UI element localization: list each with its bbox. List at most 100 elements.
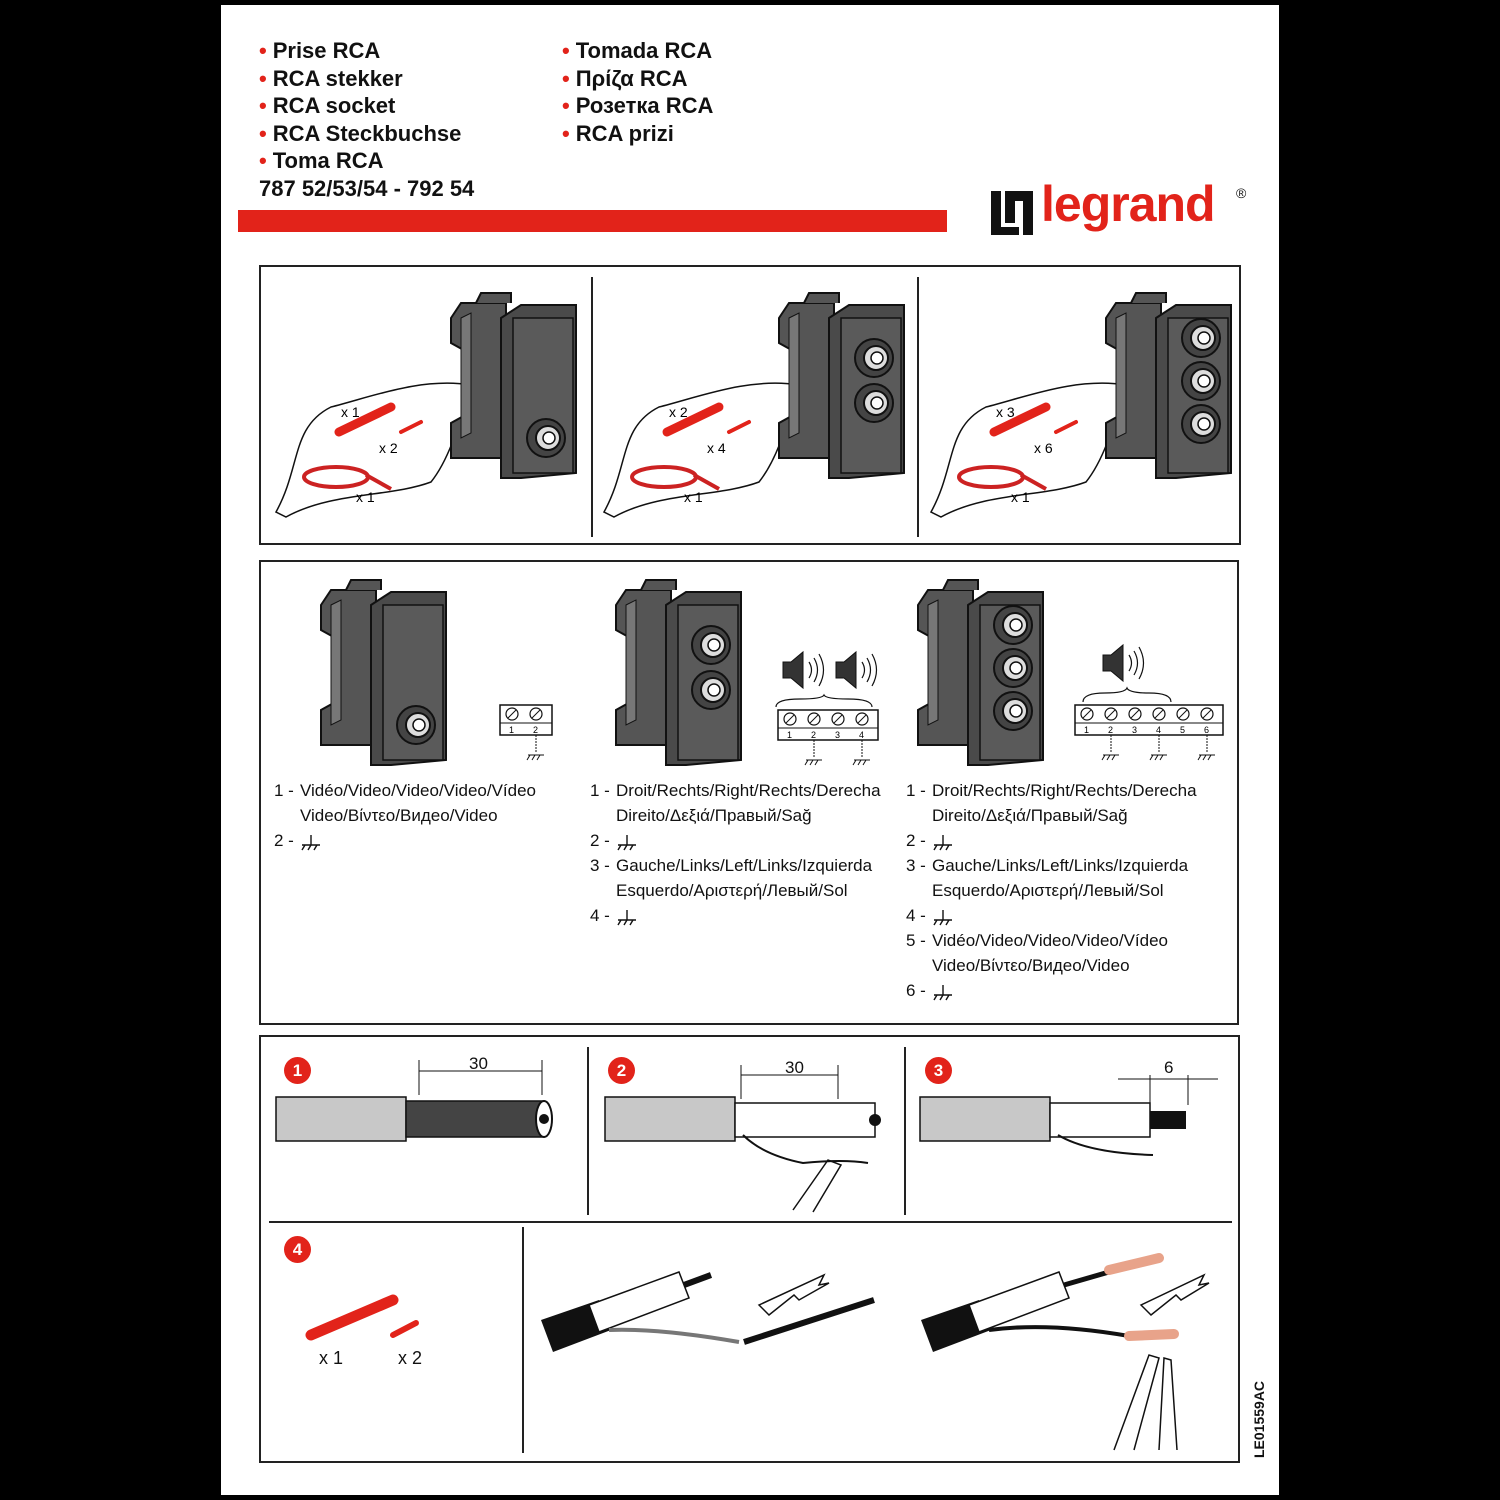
dimension-line xyxy=(418,1060,543,1095)
title-item: •RCA stekker xyxy=(259,66,403,91)
divider xyxy=(591,277,593,537)
sleeve-quantity: x 3 xyxy=(996,404,1015,420)
dielectric xyxy=(734,1102,876,1138)
dimension-line xyxy=(740,1065,839,1099)
crimp-pin xyxy=(399,420,423,434)
speaker-left-icon xyxy=(835,650,878,690)
rca-module xyxy=(1105,292,1232,479)
document-code: LE01559AC xyxy=(1251,1380,1267,1458)
sleeve-quantity: x 1 xyxy=(319,1348,344,1368)
cable-tie xyxy=(630,465,698,489)
terminal-number: 1 xyxy=(787,730,792,740)
brace xyxy=(1082,686,1172,703)
title-item: •RCA prizi xyxy=(562,121,674,146)
ground-symbol xyxy=(804,759,822,766)
module-clip xyxy=(345,579,382,591)
accessory-kit: x 3 x 6 x 1 xyxy=(929,292,1232,518)
accessory-kit: x 1x 2x 1 xyxy=(274,292,577,518)
terminal-number: 3 xyxy=(835,730,840,740)
twisted-braid xyxy=(1057,1134,1154,1156)
wiring-panel xyxy=(259,560,1239,1025)
cable-jacket xyxy=(604,1096,736,1142)
dielectric xyxy=(968,1271,1070,1333)
heat-shrink-sleeve xyxy=(989,402,1051,437)
ground-icon xyxy=(932,978,954,1003)
legend-two-jacks: 1 -Droit/Rechts/Right/Rechts/Derecha Dir… xyxy=(590,778,881,928)
module-frame xyxy=(450,302,507,459)
cable-prep-panel xyxy=(259,1035,1240,1463)
title-item: •Tomada RCA xyxy=(562,38,713,63)
pin-quantity: x 6 xyxy=(1034,440,1053,456)
step-1-cable xyxy=(275,1060,553,1142)
terminal-number: 2 xyxy=(1108,725,1113,735)
cable-tie xyxy=(302,465,370,489)
tie-quantity: x 1 xyxy=(356,489,375,505)
legend-three-jacks: 1 -Droit/Rechts/Right/Rechts/Derecha Dir… xyxy=(906,778,1197,1003)
ground-icon xyxy=(616,828,638,853)
contents-panel xyxy=(259,265,1241,545)
step-4-badge: 4 xyxy=(284,1236,311,1263)
pin-quantity: x 4 xyxy=(707,440,726,456)
ground-icon xyxy=(932,903,954,928)
ground-symbol xyxy=(1197,754,1215,761)
module-clip xyxy=(803,292,840,304)
dielectric xyxy=(1049,1102,1151,1138)
step-2-dimension: 30 xyxy=(785,1058,804,1077)
module-frame xyxy=(320,589,377,746)
crimp-pin xyxy=(1104,1253,1164,1275)
title-item: •Toma RCA xyxy=(259,148,384,173)
legrand-logo: legrand ® xyxy=(989,176,1249,253)
ground-icon xyxy=(300,828,322,853)
accessory-kit: x 2x 4x 1 xyxy=(602,292,905,518)
terminal-block-4: 1 2 3 4 xyxy=(777,709,879,766)
ground-icon xyxy=(932,828,954,853)
module-frame xyxy=(615,589,672,746)
title-item: •Πρίζα RCA xyxy=(562,66,688,91)
step-4-assembly-right xyxy=(921,1253,1210,1451)
module-two-jacks xyxy=(615,579,742,766)
divider xyxy=(904,1047,906,1215)
step-2-badge: 2 xyxy=(608,1057,635,1084)
divider xyxy=(917,277,919,537)
terminal-number: 2 xyxy=(811,730,816,740)
instruction-sheet: •Prise RCA •RCA stekker •RCA socket •RCA… xyxy=(221,5,1279,1495)
cable-jacket xyxy=(275,1096,407,1142)
twisted-braid xyxy=(742,1134,869,1165)
legend-one-jack: 1 -Vidéo/Video/Video/Video/Vídeo Video/Β… xyxy=(274,778,536,853)
terminal-number: 4 xyxy=(859,730,864,740)
divider xyxy=(587,1047,589,1215)
terminal-number: 6 xyxy=(1204,725,1209,735)
dielectric xyxy=(588,1271,690,1333)
module-clip xyxy=(1130,292,1167,304)
braid-shield xyxy=(405,1100,545,1138)
center-conductor xyxy=(1150,1111,1186,1129)
ground-symbol xyxy=(1101,754,1119,761)
pin-quantity: x 2 xyxy=(379,440,398,456)
terminal-number: 4 xyxy=(1156,725,1161,735)
legrand-mark-icon xyxy=(991,191,1033,235)
rca-module xyxy=(778,292,905,479)
brand-wordmark: legrand xyxy=(1041,176,1216,232)
cable-jacket xyxy=(919,1096,1051,1142)
module-frame xyxy=(778,302,835,459)
crimp-pin xyxy=(390,1320,419,1338)
module-three-jacks xyxy=(917,579,1044,766)
module-one-jack xyxy=(320,579,447,766)
step-3-cable xyxy=(919,1075,1218,1156)
heat-shrink-sleeve xyxy=(662,402,724,437)
rca-module xyxy=(917,579,1044,766)
header-red-bar xyxy=(238,210,947,232)
tie-quantity: x 1 xyxy=(1011,489,1030,505)
module-frame xyxy=(917,589,974,746)
title-item: •RCA Steckbuchse xyxy=(259,121,462,146)
heat-shrink-sleeve xyxy=(334,402,396,437)
cable-tie xyxy=(957,465,1025,489)
terminal-number: 1 xyxy=(509,725,514,735)
speaker-icon xyxy=(1102,643,1145,683)
ground-symbol xyxy=(852,759,870,766)
rca-module xyxy=(450,292,577,479)
crimping-tool-icon xyxy=(1113,1354,1178,1451)
title-item: •Розетка RCA xyxy=(562,93,714,118)
title-item: •Prise RCA xyxy=(259,38,381,63)
